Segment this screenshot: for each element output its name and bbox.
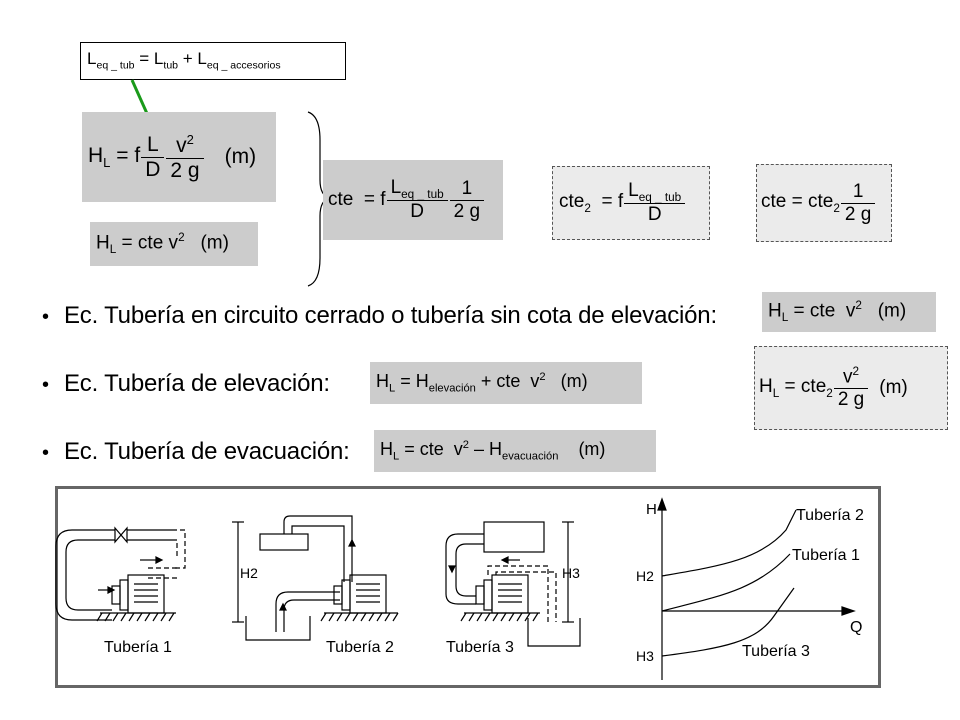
label-tuberia-2: Tubería 2: [326, 639, 394, 656]
closed-circuit-diagram: [55, 526, 186, 622]
bullet-text: Ec. Tubería de elevación:: [64, 370, 330, 397]
evacuation-diagram: [445, 521, 581, 647]
bullet-symbol: •: [42, 374, 49, 396]
evacuation-formula: HL = cte v2 – Hevacuación (m): [374, 430, 656, 472]
closed-circuit-formula: HL = cte v2 (m): [762, 292, 936, 332]
label-tuberia-3: Tubería 3: [446, 639, 514, 656]
head-flow-graph: [657, 497, 856, 680]
bullet-text: Ec. Tubería en circuito cerrado o tuberí…: [64, 302, 717, 329]
curve-tuberia-3: [661, 587, 795, 657]
bullet-symbol: •: [42, 442, 49, 464]
graph-h3-label: H3: [636, 648, 654, 664]
label-h2: H2: [240, 565, 258, 581]
elevation-diagram: [232, 515, 399, 641]
label-h3: H3: [562, 565, 580, 581]
label-tuberia-1: Tubería 1: [104, 639, 172, 656]
graph-y-axis-label: H: [646, 501, 657, 518]
elevation-formula: HL = Helevación + cte v2 (m): [370, 362, 642, 404]
bullet-evacuation: • Ec. Tubería de evacuación:: [42, 438, 350, 466]
curve-tuberia-1: [661, 553, 791, 612]
curve-tuberia-2: [661, 509, 797, 577]
graph-h2-label: H2: [636, 568, 654, 584]
graph-curve1-label: Tubería 1: [792, 547, 860, 564]
graph-curve3-label: Tubería 3: [742, 643, 810, 660]
simplified-formula: HL = cte v2 (m): [90, 222, 258, 266]
bullet-closed-circuit: • Ec. Tubería en circuito cerrado o tuber…: [42, 302, 717, 330]
graph-x-axis-label: Q: [850, 619, 862, 636]
bullet-text: Ec. Tubería de evacuación:: [64, 438, 350, 465]
graph-curve2-label: Tubería 2: [796, 507, 864, 524]
bullet-elevation: • Ec. Tubería de elevación:: [42, 370, 330, 398]
bullet-symbol: •: [42, 306, 49, 328]
equivalent-length-formula: Leq _ tub = Ltub + Leq _ accesorios: [80, 42, 346, 80]
